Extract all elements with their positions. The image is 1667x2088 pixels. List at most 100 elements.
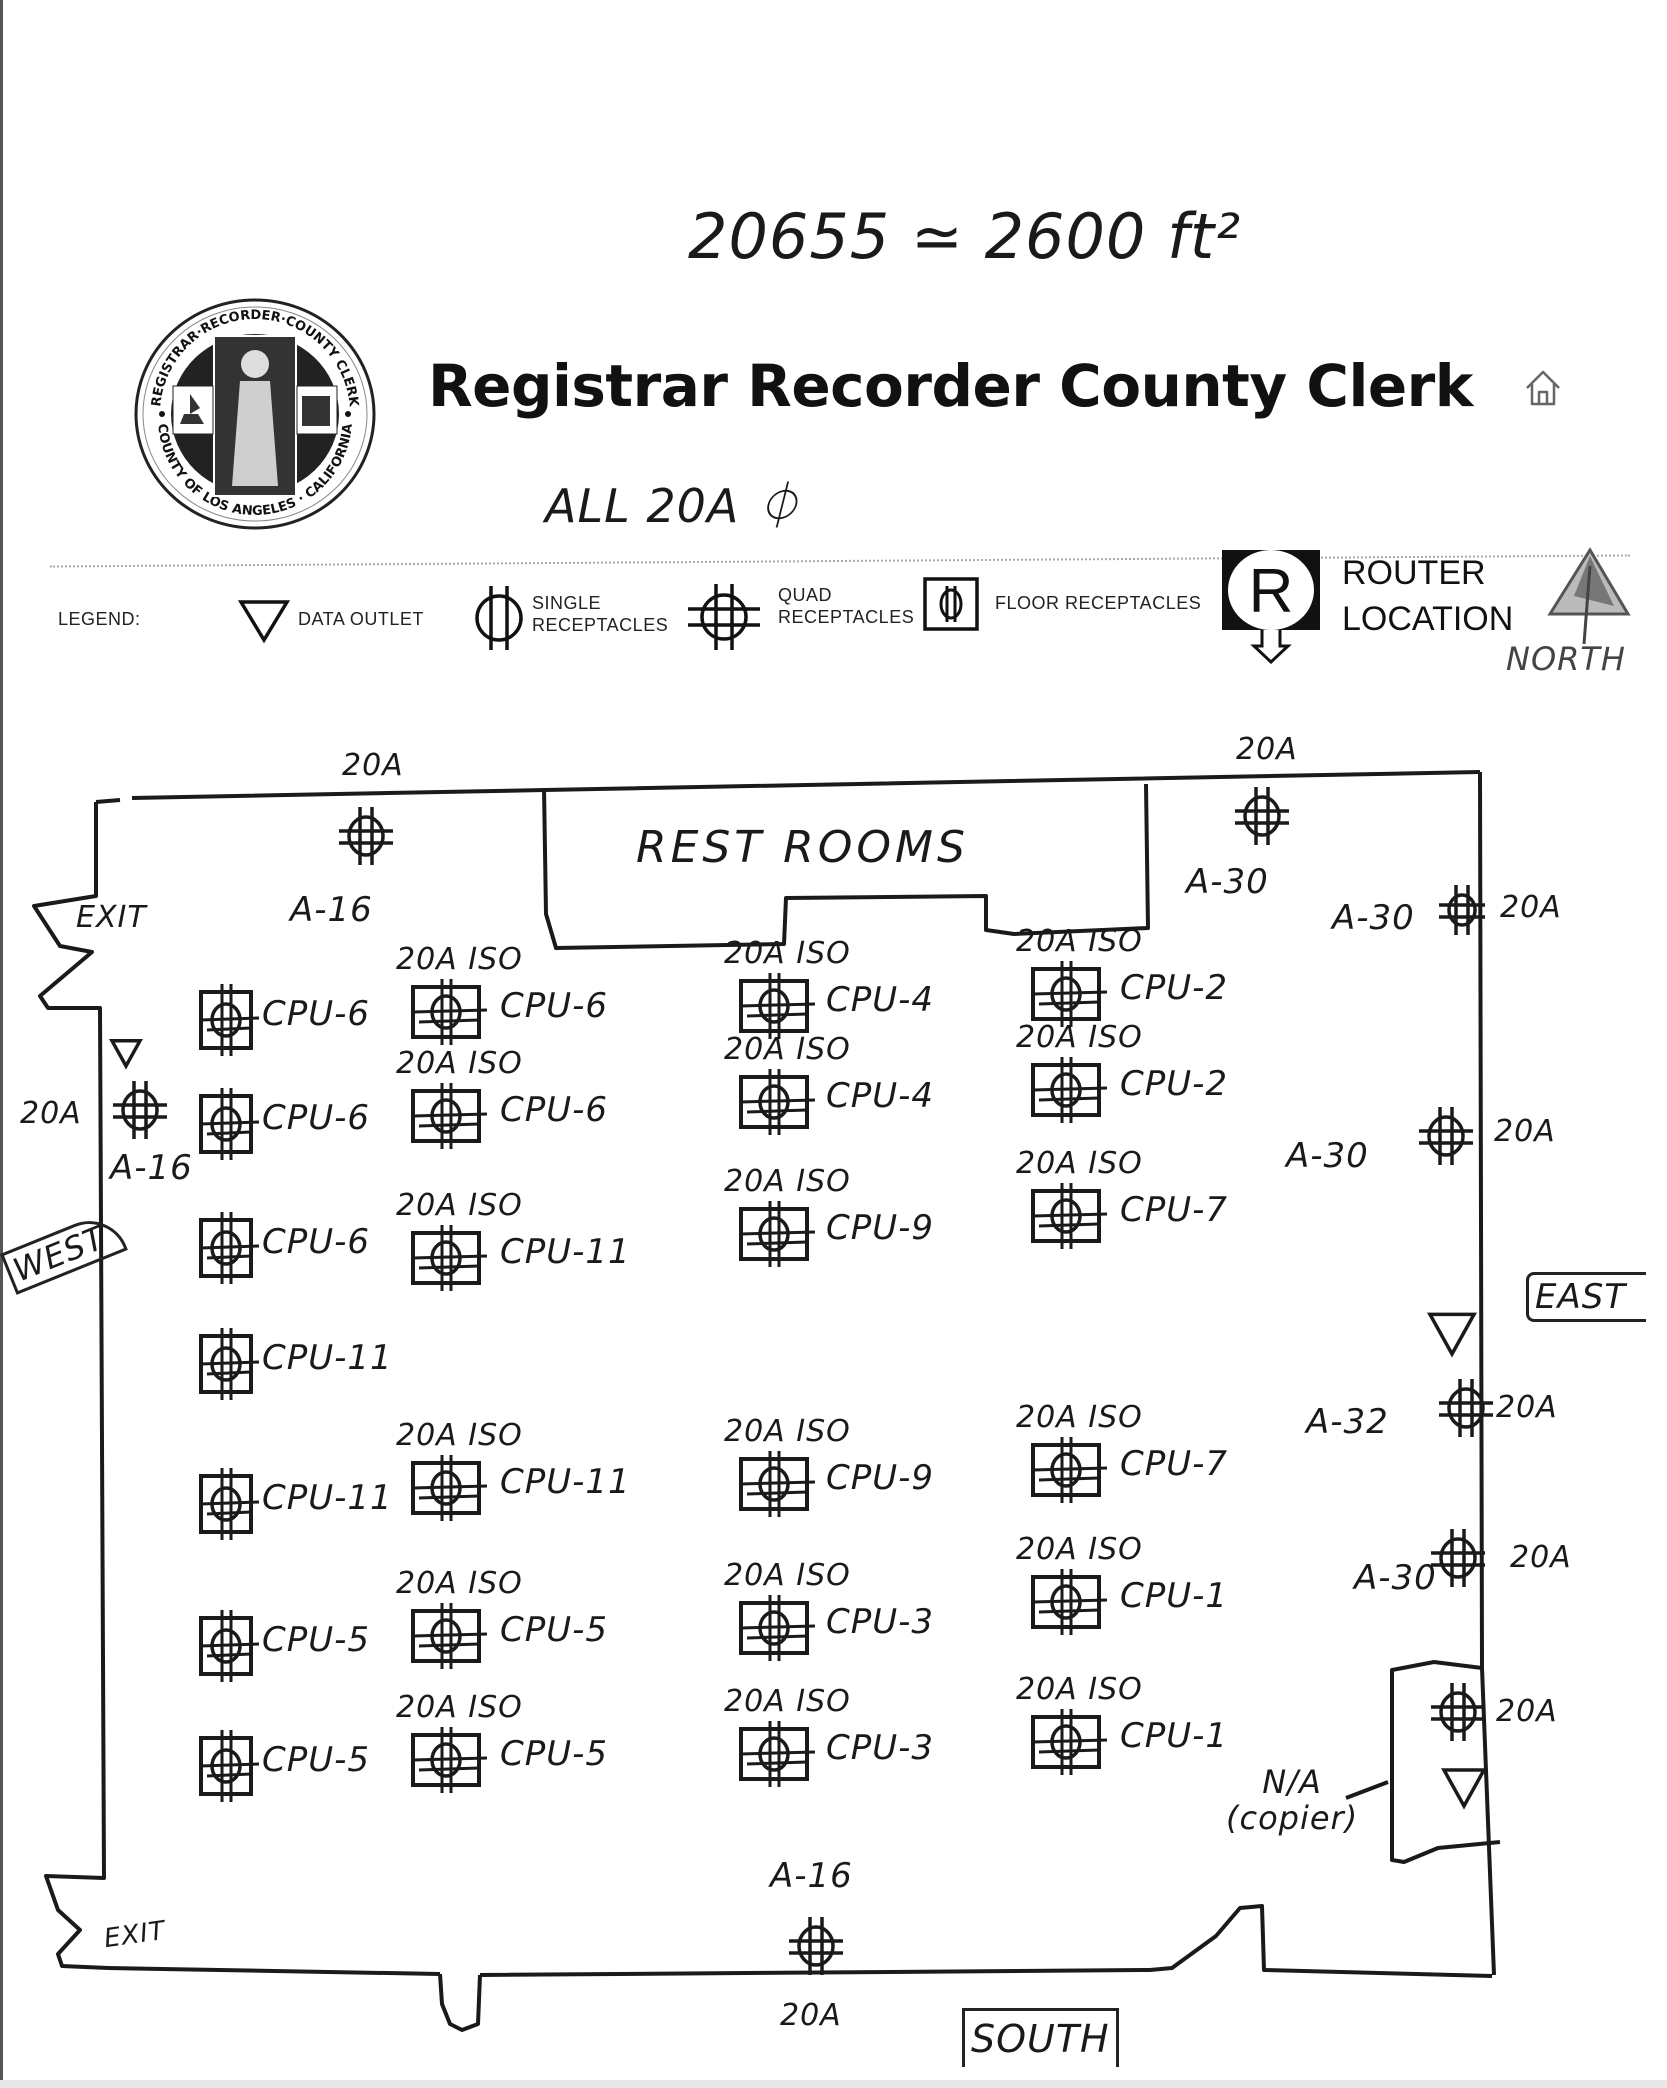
copier-pointer (1345, 1780, 1389, 1800)
legend-single-line1: SINGLE (532, 593, 602, 613)
iso-note-label: 20A ISO (1016, 1146, 1143, 1181)
wall-quad-receptacle-6 (1431, 1529, 1485, 1587)
circuit-label: A-32 (1306, 1402, 1389, 1442)
router-symbol: R (1249, 557, 1294, 626)
south-alcove (438, 1973, 482, 2032)
cpu-label: CPU-5 (500, 1734, 609, 1774)
cpu-label: CPU-6 (262, 1222, 371, 1262)
cpu-label: CPU-7 (1120, 1444, 1229, 1484)
floor-receptacle-col2-6 (411, 1727, 488, 1793)
data-outlet-east (1427, 1312, 1477, 1358)
wall-quad-receptacle-5 (1439, 1379, 1493, 1437)
circuit-label: A-16 (110, 1148, 193, 1188)
iso-note-label: 20A ISO (396, 1690, 523, 1725)
cpu-label: CPU-2 (1120, 968, 1229, 1008)
iso-note-label: 20A ISO (724, 936, 851, 971)
cpu-label: CPU-11 (262, 1338, 393, 1378)
cpu-label: CPU-1 (1120, 1716, 1229, 1756)
wall-quad-receptacle-7 (1431, 1683, 1485, 1741)
floor-receptacle-col3-3 (739, 1201, 816, 1267)
county-seal-logo: REGISTRAR·RECORDER·COUNTY CLERK COUNTY O… (134, 298, 376, 530)
floor-receptacle-col2-1 (411, 979, 488, 1045)
router-location-icon: R (1222, 550, 1320, 664)
iso-note-label: 20A ISO (1016, 1672, 1143, 1707)
north-label: NORTH (1506, 640, 1626, 678)
page-title: Registrar Recorder County Clerk (428, 352, 1473, 420)
home-icon[interactable] (1524, 368, 1562, 408)
single-receptacle-icon (475, 586, 523, 650)
floor-receptacle-icon (923, 577, 979, 631)
floor-receptacle-col3-6 (739, 1721, 816, 1787)
cpu-label: CPU-11 (262, 1478, 393, 1518)
amp-label: 20A (1496, 1390, 1558, 1425)
iso-note-label: 20A ISO (396, 1418, 523, 1453)
iso-note-label: 20A ISO (724, 1164, 851, 1199)
floor-receptacle-col3-5 (739, 1595, 816, 1661)
cpu-label: CPU-6 (500, 986, 609, 1026)
floor-receptacle-col3-4 (739, 1451, 816, 1517)
cpu-label: CPU-3 (826, 1728, 935, 1768)
floor-receptacle-col1-2 (199, 1088, 260, 1160)
iso-note-label: 20A ISO (724, 1684, 851, 1719)
floor-receptacle-col2-3 (411, 1225, 488, 1291)
amp-label: 20A (1496, 1694, 1558, 1729)
north-wall (95, 770, 1481, 804)
scan-edge-bottom (0, 2080, 1667, 2088)
amp-label: 20A (1236, 732, 1298, 767)
iso-note-label: 20A ISO (1016, 1532, 1143, 1567)
cpu-label: CPU-5 (262, 1740, 371, 1780)
floor-receptacle-col1-4 (199, 1328, 260, 1400)
cpu-label: CPU-6 (262, 994, 371, 1034)
iso-note-label: 20A ISO (396, 1188, 523, 1223)
rest-rooms-outline (542, 783, 1150, 950)
wall-quad-receptacle-9 (789, 1917, 843, 1975)
circuit-label: A-30 (1354, 1558, 1437, 1598)
amp-label: 20A (1510, 1540, 1572, 1575)
legend-label: LEGEND: (58, 609, 141, 629)
floor-receptacle-col4-6 (1031, 1709, 1108, 1775)
cpu-label: CPU-1 (1120, 1576, 1229, 1616)
scan-edge (0, 0, 3, 2088)
legend-data-outlet-label: DATA OUTLET (298, 609, 424, 629)
east-wall (1478, 771, 1496, 1976)
legend-quad-label: QUAD RECEPTACLES (778, 584, 914, 628)
cpu-label: CPU-9 (826, 1458, 935, 1498)
cpu-label: CPU-2 (1120, 1064, 1229, 1104)
cpu-label: CPU-5 (500, 1610, 609, 1650)
floor-receptacle-col1-5 (199, 1468, 260, 1540)
iso-note-label: 20A ISO (724, 1032, 851, 1067)
cpu-label: CPU-5 (262, 1620, 371, 1660)
amp-label: 20A (1500, 890, 1562, 925)
wall-quad-receptacle-2 (1235, 787, 1289, 845)
cpu-label: CPU-11 (500, 1462, 631, 1502)
iso-note-label: 20A ISO (396, 1566, 523, 1601)
iso-note-label: 20A ISO (396, 942, 523, 977)
cpu-label: CPU-9 (826, 1208, 935, 1248)
cpu-label: CPU-7 (1120, 1190, 1229, 1230)
area-annotation: 20655 ≃ 2600 ft² (688, 200, 1242, 273)
legend-single-label: SINGLE RECEPTACLES (532, 592, 668, 636)
wall-quad-receptacle-3 (1439, 885, 1485, 935)
floor-receptacle-col1-3 (199, 1212, 260, 1284)
iso-note-label: 20A ISO (1016, 1400, 1143, 1435)
legend-quad-line2: RECEPTACLES (778, 607, 915, 627)
floor-receptacle-col1-6 (199, 1610, 260, 1682)
data-outlet-west (109, 1039, 143, 1070)
rest-rooms-label: REST ROOMS (636, 822, 969, 873)
copier-note-line1: N/A (1262, 1763, 1322, 1801)
legend-quad-line1: QUAD (778, 585, 833, 605)
floor-receptacle-col3-1 (739, 973, 816, 1039)
all-20a-annotation: ALL 20A ⏀ (545, 479, 802, 533)
floor-receptacle-col2-4 (411, 1455, 488, 1521)
iso-note-label: 20A ISO (724, 1414, 851, 1449)
wall-quad-receptacle-4 (1419, 1107, 1473, 1165)
legend-floor-label: FLOOR RECEPTACLES (995, 593, 1202, 613)
circuit-label: A-16 (770, 1856, 853, 1896)
floor-receptacle-col4-5 (1031, 1569, 1108, 1635)
cpu-label: CPU-4 (826, 980, 935, 1020)
building-walls (32, 770, 1501, 2032)
circuit-label: A-30 (1186, 862, 1269, 902)
west-wall (32, 802, 109, 1970)
amp-label: 20A (1494, 1114, 1556, 1149)
